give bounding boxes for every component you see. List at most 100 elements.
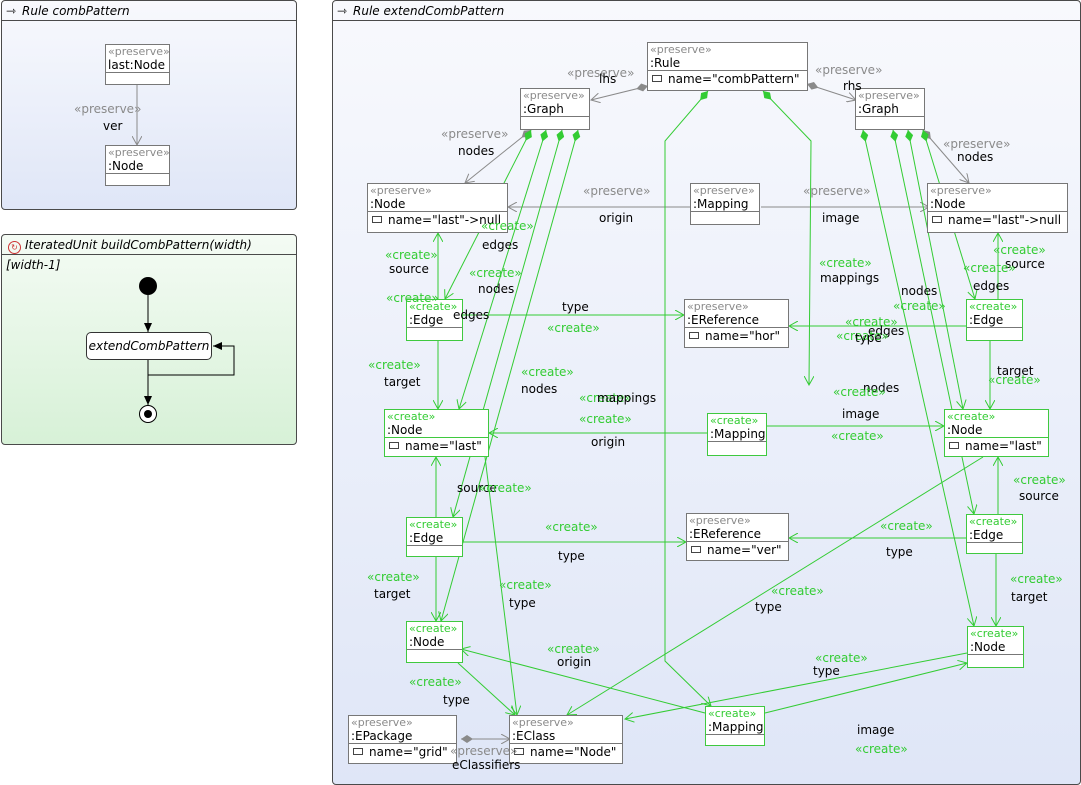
lhs-edge-ver[interactable]: «create» :Edge: [406, 517, 463, 557]
rhs-edge-ver[interactable]: «create» :Edge: [966, 514, 1023, 554]
attribute-value: name="hor": [705, 329, 781, 343]
node-name: :Graph: [858, 102, 899, 116]
edge-label-type: type: [509, 596, 536, 610]
rule-combpattern-panel[interactable]: ⇾Rule combPattern «preserve» last:Node «…: [1, 0, 297, 210]
edge-label-image: image: [842, 407, 880, 421]
mapping-preserve-node[interactable]: «preserve» :Mapping: [690, 183, 760, 225]
mapping-create-node[interactable]: «create» :Mapping: [707, 413, 767, 456]
node-name: :Node: [930, 197, 966, 211]
iterated-unit-panel[interactable]: ↻IteratedUnit buildCombPattern(width) [w…: [1, 234, 297, 445]
edge-label-source: source: [457, 481, 497, 495]
edge-stereotype: «create»: [479, 481, 532, 495]
edge-stereotype: «create»: [831, 429, 884, 443]
edge-stereotype: «preserve»: [583, 184, 651, 198]
ereference-ver-node[interactable]: «preserve» :EReference name="ver": [686, 513, 789, 561]
mapping-bottom-node[interactable]: «create» :Mapping: [705, 706, 765, 746]
node-name: :Node: [947, 423, 983, 437]
attribute-name: name="last"->null: [368, 211, 507, 228]
activity-extendcombpattern[interactable]: extendCombPattern: [86, 332, 212, 360]
eclass-node[interactable]: «preserve» :EClass name="Node": [509, 715, 623, 764]
attribute-compartment: [856, 116, 924, 126]
epackage-node[interactable]: «preserve» :EPackage name="grid": [348, 715, 457, 764]
node-name: :EReference: [687, 313, 760, 327]
node-name: :Graph: [523, 102, 564, 116]
attribute-compartment: [106, 173, 169, 183]
edge-stereotype: «preserve»: [803, 184, 871, 198]
lhs-node-last[interactable]: «create» :Node name="last": [384, 409, 489, 457]
comb-node[interactable]: «preserve» :Node: [105, 145, 170, 186]
edge-stereotype: «create»: [367, 570, 420, 584]
rhs-edge-hor[interactable]: «create» :Edge: [966, 299, 1023, 341]
attribute-name: name="last": [945, 437, 1048, 454]
ereference-hor-node[interactable]: «preserve» :EReference name="hor": [684, 299, 789, 348]
lhs-node-last-null[interactable]: «preserve» :Node name="last"->null: [367, 183, 508, 233]
edge-label-image: image: [822, 211, 860, 225]
node-name: :Edge: [409, 313, 444, 327]
stereotype: «preserve»: [687, 300, 749, 313]
edge-label-edges: edges: [453, 308, 490, 322]
iterated-unit-icon: ↻: [8, 241, 21, 254]
initial-node[interactable]: [139, 277, 157, 295]
edge-stereotype: «create»: [893, 299, 946, 313]
stereotype: «preserve»: [108, 45, 170, 58]
iter-connections: [144, 295, 235, 405]
edge-label-type: type: [562, 300, 589, 314]
edge-stereotype: «create»: [547, 321, 600, 335]
comb-last-node[interactable]: «preserve» last:Node: [105, 44, 170, 85]
edge-stereotype: «create»: [499, 578, 552, 592]
rule-extendcombpattern-panel[interactable]: ⇾Rule extendCombPattern: [332, 0, 1081, 785]
lhs-new-node[interactable]: «create» :Node: [406, 621, 463, 663]
rule-node[interactable]: «preserve» :Rule name="combPattern": [647, 42, 808, 91]
stereotype: «create»: [969, 300, 1018, 313]
edge-label-source: source: [389, 262, 429, 276]
node-name: :Node: [387, 423, 423, 437]
rhs-new-node[interactable]: «create» :Node: [967, 626, 1024, 668]
attribute-icon: [691, 546, 701, 553]
attribute-compartment: [968, 654, 1023, 664]
panel-title-bar[interactable]: ↻IteratedUnit buildCombPattern(width) [w…: [2, 235, 296, 272]
attribute-icon: [353, 748, 363, 755]
node-name: :Edge: [969, 313, 1004, 327]
rhs-node-last[interactable]: «create» :Node name="last": [944, 409, 1049, 457]
edge-label-nodes: nodes: [863, 381, 900, 395]
attribute-name: name="ver": [687, 541, 788, 558]
stereotype: «create»: [710, 414, 759, 427]
node-name: last:Node: [108, 58, 166, 72]
panel-title: Rule extendCombPattern: [353, 4, 505, 18]
edge-stereotype: «preserve»: [441, 127, 509, 141]
edge-label-origin: origin: [557, 655, 592, 669]
stereotype: «preserve»: [108, 146, 170, 159]
attribute-value: name="combPattern": [668, 72, 800, 86]
edge-label-source: source: [1019, 489, 1059, 503]
edge-stereotype: «create»: [880, 519, 933, 533]
graph-lhs-node[interactable]: «preserve» :Graph: [520, 88, 590, 130]
panel-title: Rule combPattern: [22, 4, 130, 18]
attribute-compartment: [691, 211, 759, 221]
attribute-value: name="last": [405, 439, 482, 453]
final-node[interactable]: [139, 405, 157, 423]
graph-rhs-node[interactable]: «preserve» :Graph: [855, 88, 925, 130]
node-name: :Node: [970, 640, 1006, 654]
edge-label-image: image: [857, 723, 895, 737]
lhs-edge-hor[interactable]: «create» :Edge: [406, 299, 463, 341]
rhs-node-last-null[interactable]: «preserve» :Node name="last"->null: [927, 183, 1068, 233]
panel-title-bar[interactable]: ⇾Rule combPattern: [2, 1, 296, 21]
attribute-icon: [932, 216, 942, 223]
edge-label-source: source: [1005, 257, 1045, 271]
attribute-icon: [689, 332, 699, 339]
attribute-name: name="Node": [510, 743, 622, 760]
attribute-compartment: [967, 327, 1022, 337]
edge-label-eclassifiers: eClassifiers: [452, 758, 521, 772]
edge-stereotype: «create»: [368, 358, 421, 372]
comb-connections: [2, 85, 297, 210]
stereotype: «preserve»: [693, 184, 755, 197]
attribute-icon: [652, 75, 662, 82]
panel-title-bar[interactable]: ⇾Rule extendCombPattern: [333, 1, 1080, 21]
stereotype: «preserve»: [650, 43, 712, 56]
stereotype: «create»: [970, 627, 1019, 640]
edge-stereotype: «preserve»: [567, 66, 635, 80]
stereotype: «create»: [409, 518, 458, 531]
stereotype: «create»: [387, 410, 436, 423]
node-name: :Node: [409, 635, 445, 649]
attribute-compartment: [407, 649, 462, 659]
